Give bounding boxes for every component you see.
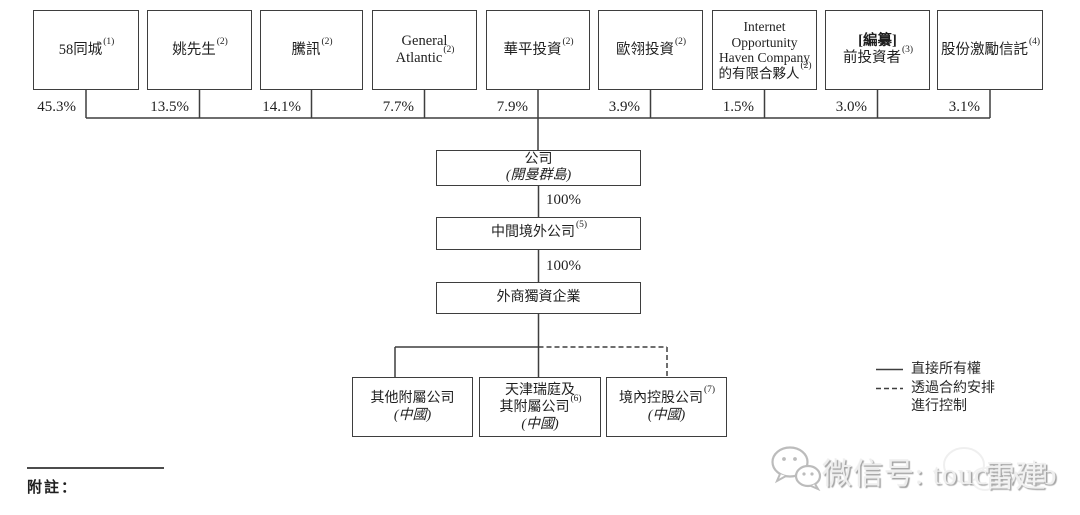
shareholder-label: 華平投資(2): [503, 36, 574, 58]
pct-58tongcheng: 45.3%: [37, 99, 76, 115]
pct-ocean-link: 3.9%: [608, 99, 640, 115]
shareholder-box-mr-yao: 姚先生(2): [147, 10, 252, 90]
redacted-tag: [編纂]: [858, 33, 897, 49]
intermediate-name: 中間境外公司(5): [490, 219, 588, 241]
shareholder-label: 歐翎投資(2): [615, 36, 687, 58]
pct-pre-investors: 3.0%: [835, 99, 867, 115]
shareholder-box-58tongcheng: 58同城(1): [33, 10, 139, 90]
domestic-holdco-box: 境內控股公司(7) (中國): [606, 377, 727, 437]
wfoe-name: 外商獨資企業: [496, 289, 581, 305]
shareholder-label: [編纂]前投資者(3): [842, 33, 914, 66]
notes-divider: [27, 467, 164, 469]
legend-contractual-control: 透過合約安排 進行控制: [911, 381, 995, 414]
shareholder-label: Internet Opportunity Haven Company 的有限合夥…: [718, 19, 812, 81]
shareholder-label: 58同城(1): [58, 36, 115, 58]
shareholder-box-share-incentive-trust: 股份激勵信託(4): [937, 10, 1043, 90]
shareholder-label: 騰訊(2): [291, 36, 333, 58]
shareholder-box-warburg-pincus: 華平投資(2): [486, 10, 590, 90]
company-jurisdiction: (開曼群島): [505, 168, 572, 183]
other-subsidiaries-box: 其他附屬公司 (中國): [352, 377, 473, 437]
ownership-pct-2: 100%: [546, 258, 581, 274]
shareholder-label: General Atlantic(2): [395, 33, 455, 66]
intermediate-offshore-box: 中間境外公司(5): [436, 217, 641, 250]
subsidiary-name: 境內控股公司(7): [618, 385, 716, 406]
pct-ioh-lp: 1.5%: [722, 99, 754, 115]
ownership-pct-1: 100%: [546, 192, 581, 208]
shareholder-box-ocean-link: 歐翎投資(2): [598, 10, 703, 90]
pct-mr-yao: 13.5%: [150, 99, 189, 115]
shareholder-box-tencent: 騰訊(2): [260, 10, 363, 90]
shareholder-box-ioh-limited-partners: Internet Opportunity Haven Company 的有限合夥…: [712, 10, 817, 90]
wechat-icon: [770, 445, 822, 496]
wfoe-box: 外商獨資企業: [436, 282, 641, 314]
notes-heading: 附註：: [27, 480, 79, 496]
wechat-icon-ghost: [938, 443, 1000, 498]
pct-tencent: 14.1%: [262, 99, 301, 115]
pct-warburg-pincus: 7.9%: [496, 99, 528, 115]
subsidiary-name: 天津瑞庭及 其附屬公司(6): [499, 382, 582, 415]
subsidiary-name: 其他附屬公司: [370, 391, 455, 406]
shareholder-label: 姚先生(2): [172, 36, 228, 58]
subsidiary-jurisdiction: (中國): [647, 408, 686, 423]
pct-share-incentive-trust: 3.1%: [948, 99, 980, 115]
company-name: 公司: [524, 151, 553, 167]
subsidiary-jurisdiction: (中國): [521, 416, 559, 432]
company-box: 公司 (開曼群島): [436, 150, 641, 186]
tianjin-ruiting-box: 天津瑞庭及 其附屬公司(6) (中國): [479, 377, 601, 437]
legend-direct-ownership: 直接所有權: [911, 362, 981, 377]
shareholder-label: 股份激勵信託(4): [940, 36, 1041, 58]
dashed-contract-lines: [538, 346, 668, 377]
pct-general-atlantic: 7.7%: [382, 99, 414, 115]
shareholder-box-general-atlantic: General Atlantic(2): [372, 10, 477, 90]
shareholder-box-pre-investors: [編纂]前投資者(3): [825, 10, 930, 90]
subsidiary-jurisdiction: (中國): [393, 408, 432, 423]
watermark-text: 微信号: touchweb: [822, 458, 1058, 491]
solid-ownership-lines: [85, 90, 991, 377]
watermark-overlay-text: 雷建: [984, 459, 1046, 494]
